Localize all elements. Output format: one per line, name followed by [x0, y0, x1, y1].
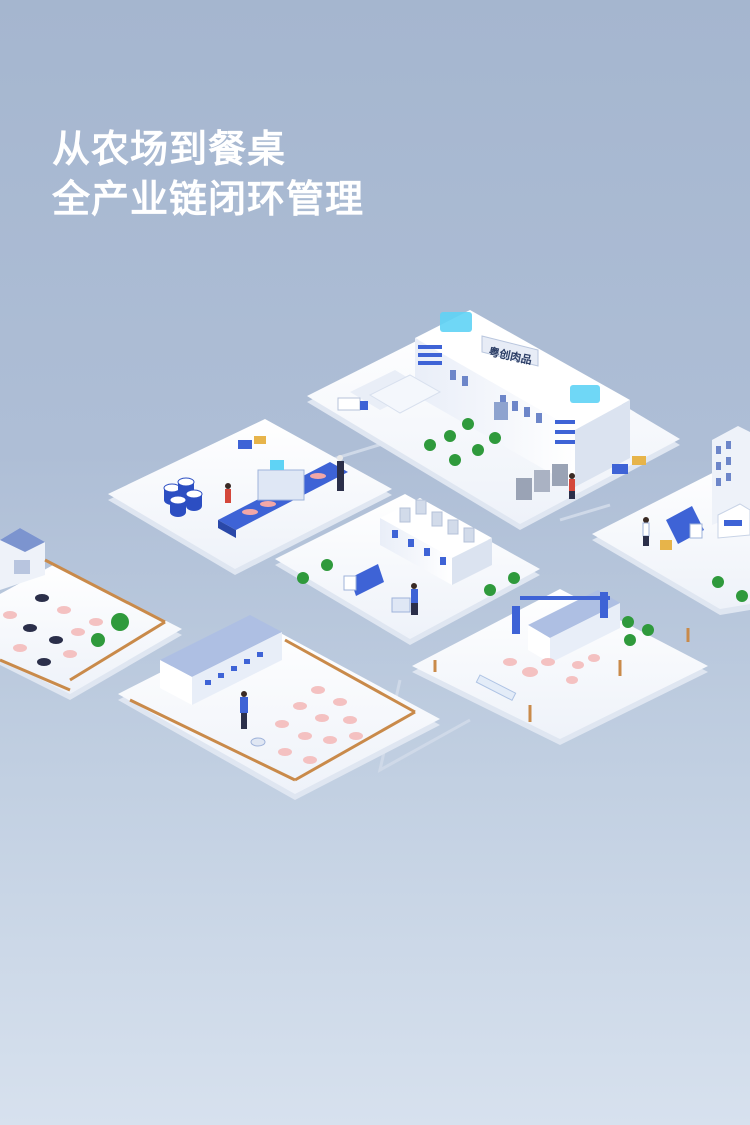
truck-icon [343, 564, 384, 596]
pig-icon [3, 594, 103, 666]
pig-barn-platform [118, 615, 440, 800]
building-icon [512, 590, 620, 663]
fence-icon [433, 628, 690, 722]
person-icon [391, 583, 418, 615]
retail-platform [592, 426, 750, 615]
conveyor-icon [218, 460, 348, 538]
person-icon [240, 691, 248, 729]
truck-icon [666, 506, 704, 544]
headline-line-1: 从农场到餐桌 [52, 127, 287, 171]
tree-icon [712, 576, 748, 602]
person-icon [569, 473, 575, 499]
building-icon [0, 528, 45, 590]
headline-line-2: 全产业链闭环管理 [52, 177, 365, 221]
building-icon [160, 615, 282, 705]
finishing-barn-platform [412, 589, 708, 745]
tree-icon [622, 616, 654, 646]
breeding-farm-platform [0, 528, 182, 700]
tree-icon [297, 559, 520, 596]
factory-platform: 粤创肉品 [307, 310, 680, 530]
person-icon [225, 455, 344, 503]
fence-icon [129, 638, 416, 782]
fence-icon [0, 558, 166, 692]
headline: 从农场到餐桌 全产业链闭环管理 [52, 124, 364, 224]
logistics-platform [275, 494, 540, 645]
building-icon [712, 426, 750, 539]
truck-icon [337, 397, 368, 411]
person-icon [642, 517, 650, 546]
processing-platform [108, 419, 392, 575]
pig-icon [503, 654, 600, 684]
tree-icon [424, 418, 501, 466]
tree-icon [91, 613, 129, 647]
pig-icon [275, 686, 363, 764]
cold-storage-units [516, 464, 568, 500]
barrel-icon [163, 477, 203, 517]
